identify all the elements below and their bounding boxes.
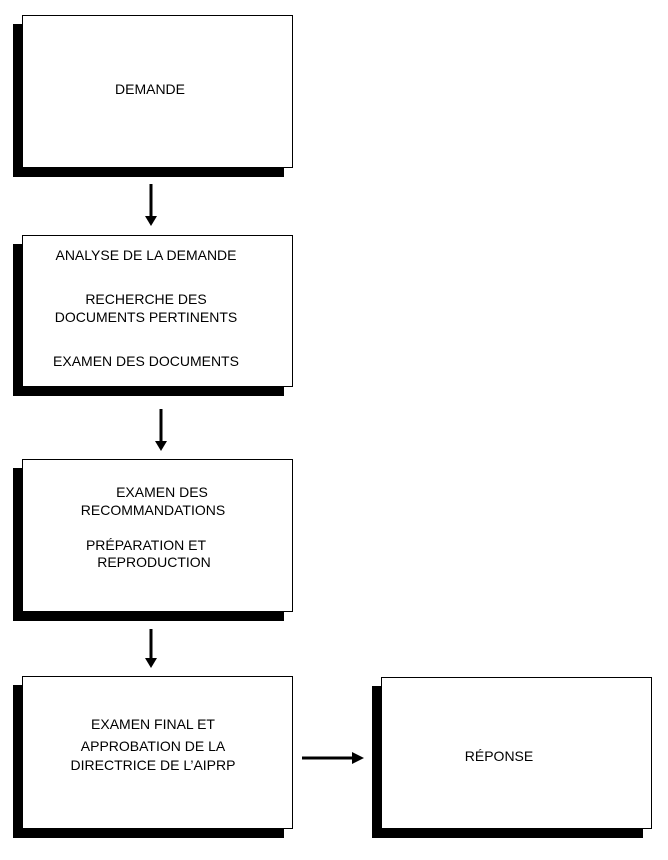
arrow-final-to-response bbox=[302, 752, 364, 764]
analysis-box bbox=[22, 235, 293, 387]
arrow-request-to-analysis bbox=[145, 184, 157, 226]
preparation-label-line1: PRÉPARATION ET bbox=[85, 537, 207, 553]
examine-documents-label: EXAMEN DES DOCUMENTS bbox=[53, 353, 239, 369]
arrow-recommendations-to-final bbox=[145, 629, 157, 668]
analysis-step-label: ANALYSE DE LA DEMANDE bbox=[55, 247, 237, 263]
response-box bbox=[381, 677, 652, 829]
arrow-analysis-to-recommendations bbox=[155, 409, 167, 451]
final-approval-label-line1: EXAMEN FINAL ET bbox=[91, 716, 215, 732]
recommendations-box bbox=[22, 459, 293, 612]
response-label: RÉPONSE bbox=[464, 748, 534, 764]
request-label: DEMANDE bbox=[114, 81, 186, 97]
search-documents-label-line2: DOCUMENTS PERTINENTS bbox=[54, 309, 238, 325]
recommendations-label-line2: RECOMMANDATIONS bbox=[80, 502, 226, 518]
request-box bbox=[22, 15, 293, 168]
preparation-label-line2: REPRODUCTION bbox=[97, 554, 211, 570]
final-approval-label-line2: APPROBATION DE LA bbox=[80, 738, 226, 754]
final-approval-label-line3: DIRECTRICE DE L’AIPRP bbox=[70, 757, 236, 773]
recommendations-label-line1: EXAMEN DES bbox=[116, 484, 208, 500]
final-approval-box bbox=[22, 676, 293, 829]
search-documents-label-line1: RECHERCHE DES bbox=[85, 291, 207, 307]
